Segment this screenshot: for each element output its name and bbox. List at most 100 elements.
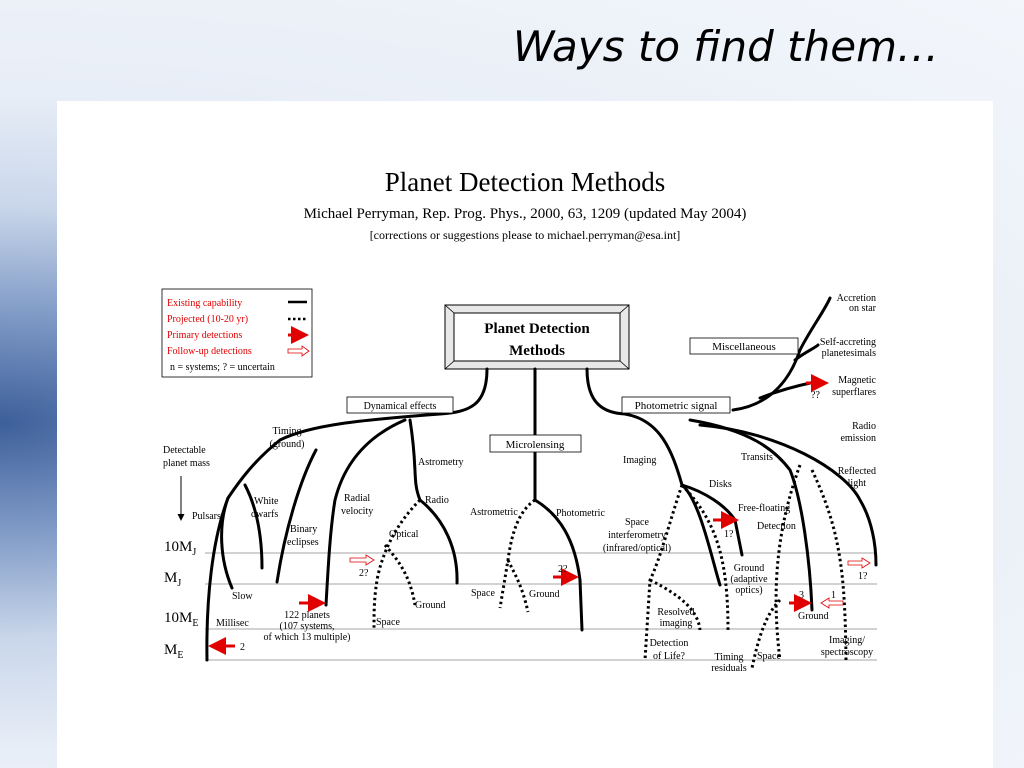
label-resolved-line1: Resolved (657, 607, 694, 618)
label-magnetic-uncertain: ?? (811, 390, 820, 401)
label-white-line1: White (254, 496, 279, 507)
label-planets-line3: of which 13 multiple) (264, 632, 351, 643)
label-photometric: Photometric (556, 508, 605, 519)
label-imaging: Imaging (623, 455, 656, 466)
label-space-micro: Space (471, 588, 495, 599)
label-astrometric: Astrometric (470, 507, 518, 518)
label-ground-photometric: Ground (798, 611, 829, 622)
label-reflected-line1: Reflected (838, 466, 876, 477)
detection-arrows (208, 374, 871, 655)
category-boxes: Dynamical effects Microlensing Photometr… (346, 337, 799, 453)
mass-level-10me: 10ME (164, 610, 198, 629)
root-trunks (438, 367, 627, 437)
mass-level-me: ME (164, 642, 183, 661)
root-box: Planet Detection Methods (444, 304, 630, 370)
category-microlensing: Microlensing (506, 439, 565, 451)
label-rv-uncertain: 2? (359, 568, 369, 579)
label-space-int-line2: interferometry (608, 530, 666, 541)
microlensing-trunk (533, 450, 584, 632)
label-optical: Optical (389, 529, 419, 540)
label-ground-micro: Ground (529, 589, 560, 600)
legend-followup-label: Follow-up detections (167, 346, 252, 357)
label-free-line1: Free-floating (738, 503, 790, 514)
label-space-dynamical: Space (376, 617, 400, 628)
label-white-line2: dwarfs (251, 509, 278, 520)
reflected-followup-arrow-icon (847, 557, 871, 569)
category-misc: Miscellaneous (712, 341, 776, 353)
label-ground-ao-line2: (adaptive (730, 574, 768, 585)
label-accretion-line1: Accretion (837, 293, 876, 304)
label-space-int-line1: Space (625, 517, 649, 528)
label-ground-dynamical: Ground (415, 600, 446, 611)
label-selfacc-line1: Self-accreting (820, 337, 876, 348)
label-binary-line1: Binary (290, 524, 317, 535)
label-radial-line2: velocity (341, 506, 373, 517)
rv-followup-arrow-icon (349, 554, 375, 566)
label-resolved-line2: imaging (660, 618, 693, 629)
label-radio-emission-line2: emission (840, 433, 876, 444)
mass-axis: Detectable planet mass 10MJ MJ 10ME ME (163, 445, 877, 661)
legend-primary-label: Primary detections (167, 330, 242, 341)
label-binary-line2: eclipses (287, 537, 319, 548)
category-photometric: Photometric signal (635, 400, 718, 412)
label-ground-ao-line3: optics) (735, 585, 762, 596)
label-astrometry: Astrometry (418, 457, 464, 468)
label-timing-res-line2: residuals (711, 663, 747, 674)
label-slow: Slow (232, 591, 253, 602)
mass-level-mj: MJ (164, 570, 181, 589)
root-title-line1: Planet Detection (484, 321, 590, 337)
label-radio: Radio (425, 495, 449, 506)
label-radial-line1: Radial (344, 493, 370, 504)
label-space-int-line3: (infrared/optical) (603, 543, 671, 554)
photometric-projected (643, 464, 848, 669)
label-transit-count-1: 1 (831, 590, 836, 601)
label-magnetic-line2: superflares (832, 387, 876, 398)
label-pulsar-count: 2 (240, 642, 245, 653)
label-reflected-line2: light (848, 478, 867, 489)
label-selfacc-line2: planetesimals (822, 348, 877, 359)
label-disks: Disks (709, 479, 732, 490)
label-transits: Transits (741, 452, 773, 463)
microlensing-projected (498, 498, 536, 613)
mass-level-10mj: 10MJ (164, 539, 196, 558)
diagram-note: [corrections or suggestions please to mi… (369, 228, 681, 242)
label-ground-ao-line1: Ground (734, 563, 765, 574)
photometric-branches (623, 412, 878, 612)
label-space-photometric: Space (757, 651, 781, 662)
label-magnetic-line1: Magnetic (838, 375, 876, 386)
branch-labels: Timing (ground) Pulsars White dwarfs Bin… (192, 293, 877, 674)
label-imgspec-line1: Imaging/ (829, 635, 865, 646)
category-dynamical: Dynamical effects (364, 401, 437, 412)
root-title-line2: Methods (509, 343, 565, 359)
slide-title: Ways to find them… (512, 22, 939, 71)
legend-existing-label: Existing capability (167, 298, 242, 309)
label-imgspec-line2: spectroscopy (821, 647, 873, 658)
legend-key-label: n = systems; ? = uncertain (170, 362, 275, 373)
mass-axis-title-line1: Detectable (163, 445, 206, 456)
dynamical-projected (372, 498, 422, 629)
legend: Existing capability Projected (10-20 yr)… (161, 288, 313, 378)
label-timing-line1: Timing (272, 426, 301, 437)
mass-axis-title-line2: planet mass (163, 458, 210, 469)
label-life-line2: of Life? (653, 651, 685, 662)
label-reflected-uncertain: 1? (858, 571, 868, 582)
diagram-panel: Planet Detection Methods Michael Perryma… (57, 101, 993, 768)
label-planets-line1: 122 planets (284, 610, 330, 621)
diagram-title: Planet Detection Methods (384, 167, 666, 197)
transit-followup-arrow-icon (820, 597, 844, 609)
label-life-line1: Detection (650, 638, 689, 649)
label-timing-res-line1: Timing (714, 652, 743, 663)
label-transit-count-3: 3 (799, 590, 804, 601)
label-timing-line2: (ground) (270, 439, 305, 450)
legend-projected-label: Projected (10-20 yr) (167, 314, 248, 325)
label-pulsars: Pulsars (192, 511, 221, 522)
label-radio-emission-line1: Radio (852, 421, 876, 432)
label-micro-uncertain: 2? (558, 564, 568, 575)
label-free-line2: Detection (757, 521, 796, 532)
legend-followup-arrow-icon (287, 345, 310, 357)
label-planets-line2: (107 systems, (280, 621, 335, 632)
label-free-uncertain: 1? (724, 529, 734, 540)
label-accretion-line2: on star (849, 303, 877, 314)
label-millisec: Millisec (216, 618, 249, 629)
